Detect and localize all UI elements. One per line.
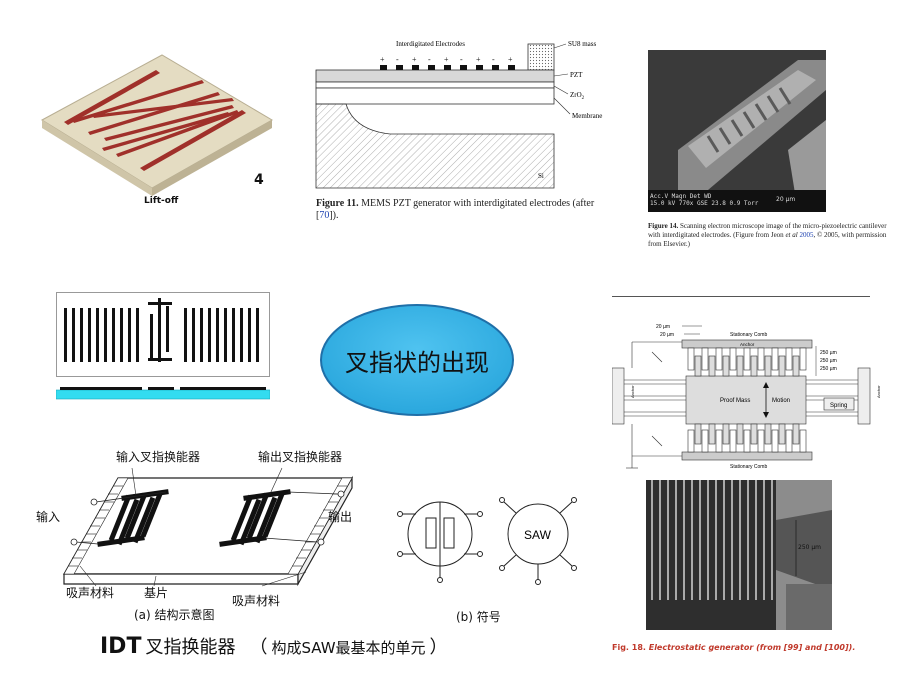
su8-label: SU8 mass <box>568 40 596 48</box>
stationary-bottom-label: Stationary Comb <box>730 464 767 470</box>
substrate-label: 基片 <box>144 586 169 600</box>
svg-text:+: + <box>444 55 449 64</box>
svg-text:+: + <box>412 55 417 64</box>
input-idt-label: 输入叉指换能器 <box>116 450 201 464</box>
side-left-label: Anchor <box>630 385 635 398</box>
output-idt-label: 输出叉指换能器 <box>258 450 343 464</box>
comb-drive-figure: 20 µm 20 µm Stationary Comb Anchor 250 µ… <box>611 296 912 472</box>
absorber-left-label: 吸声材料 <box>66 586 115 600</box>
svg-text:+: + <box>476 55 481 64</box>
saw-symbols: SAW <box>397 497 577 585</box>
svg-text:-: - <box>460 55 463 64</box>
svg-text:-: - <box>396 55 399 64</box>
sem-scale: 20 µm <box>776 196 796 203</box>
idt-main-text: 叉指换能器 <box>145 637 236 658</box>
svg-text:+: + <box>380 55 385 64</box>
paren-open: （ <box>249 637 268 658</box>
paren-close: ） <box>429 637 448 658</box>
input-label: 输入 <box>36 510 61 524</box>
spring-label: Spring <box>830 403 847 409</box>
si-label: Si <box>538 172 544 180</box>
absorber-right-label: 吸声材料 <box>232 594 281 608</box>
dim4-label: 250 µm <box>820 358 837 364</box>
dim5-label: 250 µm <box>820 366 837 372</box>
liftoff-figure: 4 Lift-off <box>32 40 282 220</box>
output-label: 输出 <box>328 510 353 524</box>
sem-info: Acc.V Magn Det WD 15.0 kV 770x GSE 23.8 … <box>650 193 759 207</box>
liftoff-illustration <box>41 54 273 196</box>
micrograph-figure: 250 µm <box>646 480 832 630</box>
idt-detail-text: 构成SAW最基本的单元 <box>271 639 426 657</box>
side-right-label: Anchor <box>876 385 881 398</box>
center-title-ellipse: 叉指状的出现 <box>318 302 516 418</box>
figure-11-caption: Figure 11. MEMS PZT generator with inter… <box>316 198 595 221</box>
membrane-label: Membrane <box>572 112 602 120</box>
idt-text: IDT <box>100 634 142 659</box>
figure-14-caption: Figure 14. Scanning electron microscope … <box>648 222 887 248</box>
zro2-label: ZrO2 <box>570 91 585 101</box>
micrograph-scale: 250 µm <box>798 544 822 551</box>
proof-mass-label: Proof Mass <box>720 398 750 404</box>
liftoff-number: 4 <box>254 172 264 188</box>
svg-text:-: - <box>492 55 495 64</box>
sem-image: Acc.V Magn Det WD 15.0 kV 770x GSE 23.8 … <box>648 50 826 212</box>
svg-text:-: - <box>428 55 431 64</box>
saw-structure-drawing <box>62 467 354 587</box>
caption-b: (b) 符号 <box>456 610 501 624</box>
stationary-top-label: Stationary Comb <box>730 332 767 338</box>
bottom-title: IDT 叉指换能器 （ 构成SAW最基本的单元 ） <box>100 633 520 667</box>
svg-text:+: + <box>508 55 513 64</box>
comb-drive-drawing: 20 µm 20 µm Stationary Comb Anchor 250 µ… <box>611 296 881 470</box>
saw-figure: 输入叉指换能器 输出叉指换能器 输入 输出 吸声材料 基片 吸声材料 (a) 结… <box>36 446 366 624</box>
saw-symbol-figure: SAW (b) 符号 <box>396 488 596 624</box>
sem-figure: Acc.V Magn Det WD 15.0 kV 770x GSE 23.8 … <box>648 50 908 260</box>
pzt-label: PZT <box>570 71 583 79</box>
interdigitated-label: Interdigitated Electrodes <box>396 40 465 48</box>
fig-18-caption: Fig. 18. Electrostatic generator (from [… <box>612 643 856 652</box>
liftoff-label: Lift-off <box>144 196 179 206</box>
saw-symbol-label: SAW <box>524 528 552 542</box>
motion-label: Motion <box>772 398 790 404</box>
dim2-label: 20 µm <box>660 332 674 338</box>
mems-pzt-figure: + - + - + - + - + SU8 mass PZT ZrO2 Membrane S… <box>310 38 630 233</box>
anchor-top-label: Anchor <box>740 342 755 347</box>
caption-a: (a) 结构示意图 <box>134 608 215 622</box>
mems-pzt-cross-section: + - + - + - + - + SU8 mass PZT ZrO2 Membrane S… <box>315 40 602 189</box>
center-title: 叉指状的出现 <box>345 348 489 377</box>
micrograph-image <box>646 480 832 630</box>
dim1-label: 20 µm <box>656 324 670 330</box>
dim3-label: 250 µm <box>820 350 837 356</box>
idt-line-figure <box>55 292 271 404</box>
idt-line-drawing <box>55 292 271 400</box>
